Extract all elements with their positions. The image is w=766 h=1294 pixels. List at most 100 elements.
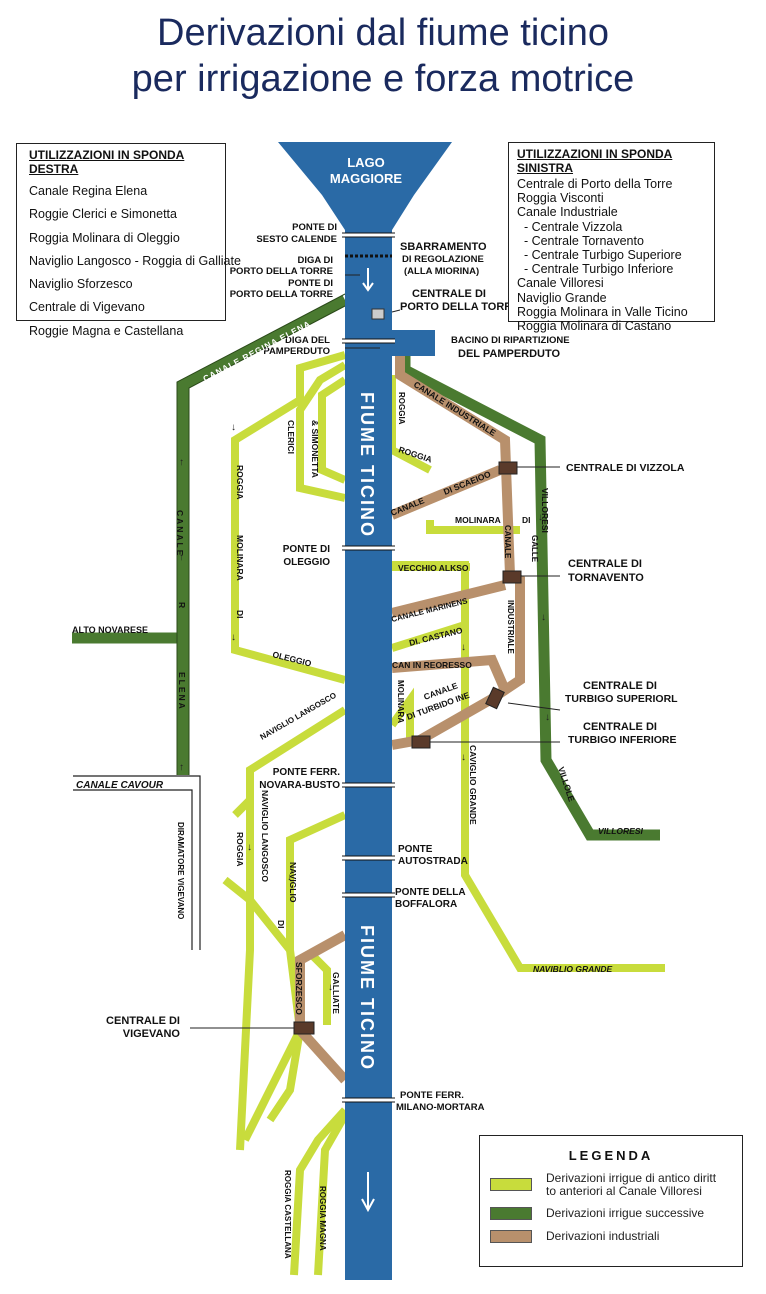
roggia-vigevano-lower xyxy=(241,1028,304,1142)
molinara-right-path xyxy=(426,520,520,534)
left-item: Naviglio Langosco - Roggia di Galliate xyxy=(29,253,241,268)
naviglio-grande-v-label: CAVIGLIO GRANDE xyxy=(468,745,478,825)
right-item: Canale Industriale xyxy=(517,205,618,220)
left-item: Naviglio Sforzesco xyxy=(29,277,133,292)
river-crossings-outline xyxy=(342,232,395,1103)
river xyxy=(278,142,452,1280)
ponte-novara-2: NOVARA-BUSTO xyxy=(259,780,340,791)
left-item: Roggie Magna e Castellana xyxy=(29,323,184,338)
di-castano-label: DI. CASTANO xyxy=(408,625,464,648)
legend-swatch-dark-green xyxy=(490,1207,532,1220)
canale-scaeioo-2: DI SCAEIOO xyxy=(442,469,493,497)
canale-v-left-label: CANALE xyxy=(175,510,185,557)
ponte-oleggio-1: PONTE DI xyxy=(283,544,330,555)
title-line-1: Derivazioni dal fiume ticino xyxy=(157,12,609,54)
down-arrow-lower xyxy=(361,1172,375,1213)
centrale-turbigo-inf-marker xyxy=(411,735,431,749)
industriale-v-label: INDUSTRIALE xyxy=(506,600,515,654)
can-reoresso-label: CAN IN REORESSO xyxy=(392,660,472,670)
ponte-milano-2: MILANO-MORTARA xyxy=(396,1102,485,1113)
canale-cavour-line xyxy=(73,775,201,950)
roggia-molinara-valle-path xyxy=(388,687,414,740)
roggia-molinara-1: ROGGIA xyxy=(235,465,245,499)
di-galle-2: GALLE xyxy=(530,535,539,563)
legend-label: Derivazioni industriali xyxy=(546,1229,660,1243)
right-item: - Centrale Vizzola xyxy=(517,219,623,234)
legend-row: Derivazioni irrigue successive xyxy=(490,1202,742,1225)
centrale-porto-2: PORTO DELLA TORRE xyxy=(400,301,520,313)
svg-text:↓: ↓ xyxy=(541,612,546,623)
villoresi-v-label: VILLORESI xyxy=(540,488,550,533)
ponte-porto-1: PONTE DI xyxy=(288,278,333,289)
ponte-milano-1: PONTE FERR. xyxy=(400,1090,464,1101)
left-item: Canale Regina Elena xyxy=(29,184,148,198)
left-item: Centrale di Vigevano xyxy=(29,300,145,315)
roggia-magna-label: ROGGIA MAGNA xyxy=(318,1186,327,1251)
villoresi-end-label: VILLORESI xyxy=(598,826,644,836)
right-item: - Centrale Turbigo Superiore xyxy=(517,248,682,263)
canale-marinens-path xyxy=(390,580,507,618)
river-lower-label: FIUME TICINO xyxy=(357,925,377,1071)
naviglio-grande-end-label: NAVIBLIO GRANDE xyxy=(533,964,613,974)
left-bank-header: UTILIZZAZIONI IN SPONDA DESTRA xyxy=(29,148,185,176)
simonetta-label: & SIMONETTA xyxy=(310,420,320,478)
left-bank-box: UTILIZZAZIONI IN SPONDA DESTRA Canale Re… xyxy=(16,143,241,338)
river-upper-label: FIUME TICINO xyxy=(357,392,377,538)
roggie-magna-castellana-a xyxy=(290,1107,348,1276)
canale-regina-outline xyxy=(176,293,346,775)
legend-label: Derivazioni irrigue successive xyxy=(546,1206,705,1220)
right-item: Naviglio Grande xyxy=(517,290,607,305)
di-v-label: DI xyxy=(276,920,286,929)
ponte-oleggio-2: OLEGGIO xyxy=(283,557,330,568)
river-channel xyxy=(345,228,392,1280)
roggia-molinara-2: MOLINARA xyxy=(235,535,245,581)
centrale-vigevano-1: CENTRALE DI xyxy=(106,1015,180,1027)
svg-text:↑: ↑ xyxy=(179,457,184,468)
lake-label-2: MAGGIORE xyxy=(330,171,403,186)
alto-novarese-label: ALTO NOVARESE xyxy=(72,625,148,635)
centrale-turbigo-sup-1: CENTRALE DI xyxy=(583,680,657,692)
ponte-autostrada-2: AUTOSTRADA xyxy=(398,856,468,867)
down-arrow-upper xyxy=(362,268,374,292)
svg-text:↓: ↓ xyxy=(231,632,236,643)
right-item: Roggia Visconti xyxy=(517,191,604,206)
galliate-path xyxy=(222,876,294,953)
right-bank-header: UTILIZZAZIONI IN SPONDA SINISTRA xyxy=(517,147,673,175)
clerici-label: CLERICI xyxy=(286,420,296,454)
naviglio-langosco-diag-label: NAVIGLIO LANGOSCO xyxy=(259,691,338,742)
svg-text:↓: ↓ xyxy=(545,712,550,723)
canale-villoresi-path xyxy=(399,355,660,841)
svg-text:↑: ↑ xyxy=(179,552,184,563)
sforzesco-label: SFORZESCO xyxy=(294,962,304,1015)
elena-left-label: ELENA xyxy=(177,672,187,711)
canale-scaeioo-path xyxy=(390,465,502,520)
roggia-v-label: ROGGIA xyxy=(397,392,406,425)
naviglio-v-label: NAVIGLIO xyxy=(288,862,298,903)
canale-regina-elena-path xyxy=(177,295,348,775)
bacino-1: BACINO DI RIPARTIZIONE xyxy=(451,335,570,346)
diramatore-label: DIRAMATORE VIGEVANO xyxy=(176,822,185,919)
diga-pamperduto-2: PAMPERDUTO xyxy=(263,346,330,357)
diga-porto-1: DIGA DI xyxy=(297,255,333,266)
di-galle-1: DI xyxy=(522,515,531,525)
right-item: Roggia Molinara di Castano xyxy=(517,319,672,334)
legend-swatch-industrial xyxy=(490,1230,532,1243)
roggia-galliate-path xyxy=(309,952,331,1025)
right-bank-box: UTILIZZAZIONI IN SPONDA SINISTRA Central… xyxy=(508,142,715,333)
svg-text:↓: ↓ xyxy=(328,982,333,993)
right-item: Canale Villoresi xyxy=(517,276,604,291)
centrale-tornavento-1: CENTRALE DI xyxy=(568,558,642,570)
lake-label-1: LAGO xyxy=(347,155,385,170)
legend-box: LEGENDA Derivazioni irrigue di antico di… xyxy=(479,1135,743,1267)
centrale-vizzola-marker xyxy=(498,461,518,475)
canale-v-label: CANALE xyxy=(503,525,512,559)
roggia-castellana-label: ROGGIA CASTELLANA xyxy=(283,1170,292,1259)
left-item: Roggie Clerici e Simonetta xyxy=(29,207,177,222)
naviglio-langosco-v-label: NAVIGLIO LANGOSCO xyxy=(260,790,270,882)
naviglio-langosco-lower xyxy=(236,770,254,1151)
centrale-porto-torre-marker xyxy=(371,308,385,320)
right-item: Roggia Molinara in Valle Ticino xyxy=(517,304,688,319)
diga-porto-2: PORTO DELLA TORRE xyxy=(230,266,333,277)
left-item: Roggia Molinara di Oleggio xyxy=(29,230,180,245)
